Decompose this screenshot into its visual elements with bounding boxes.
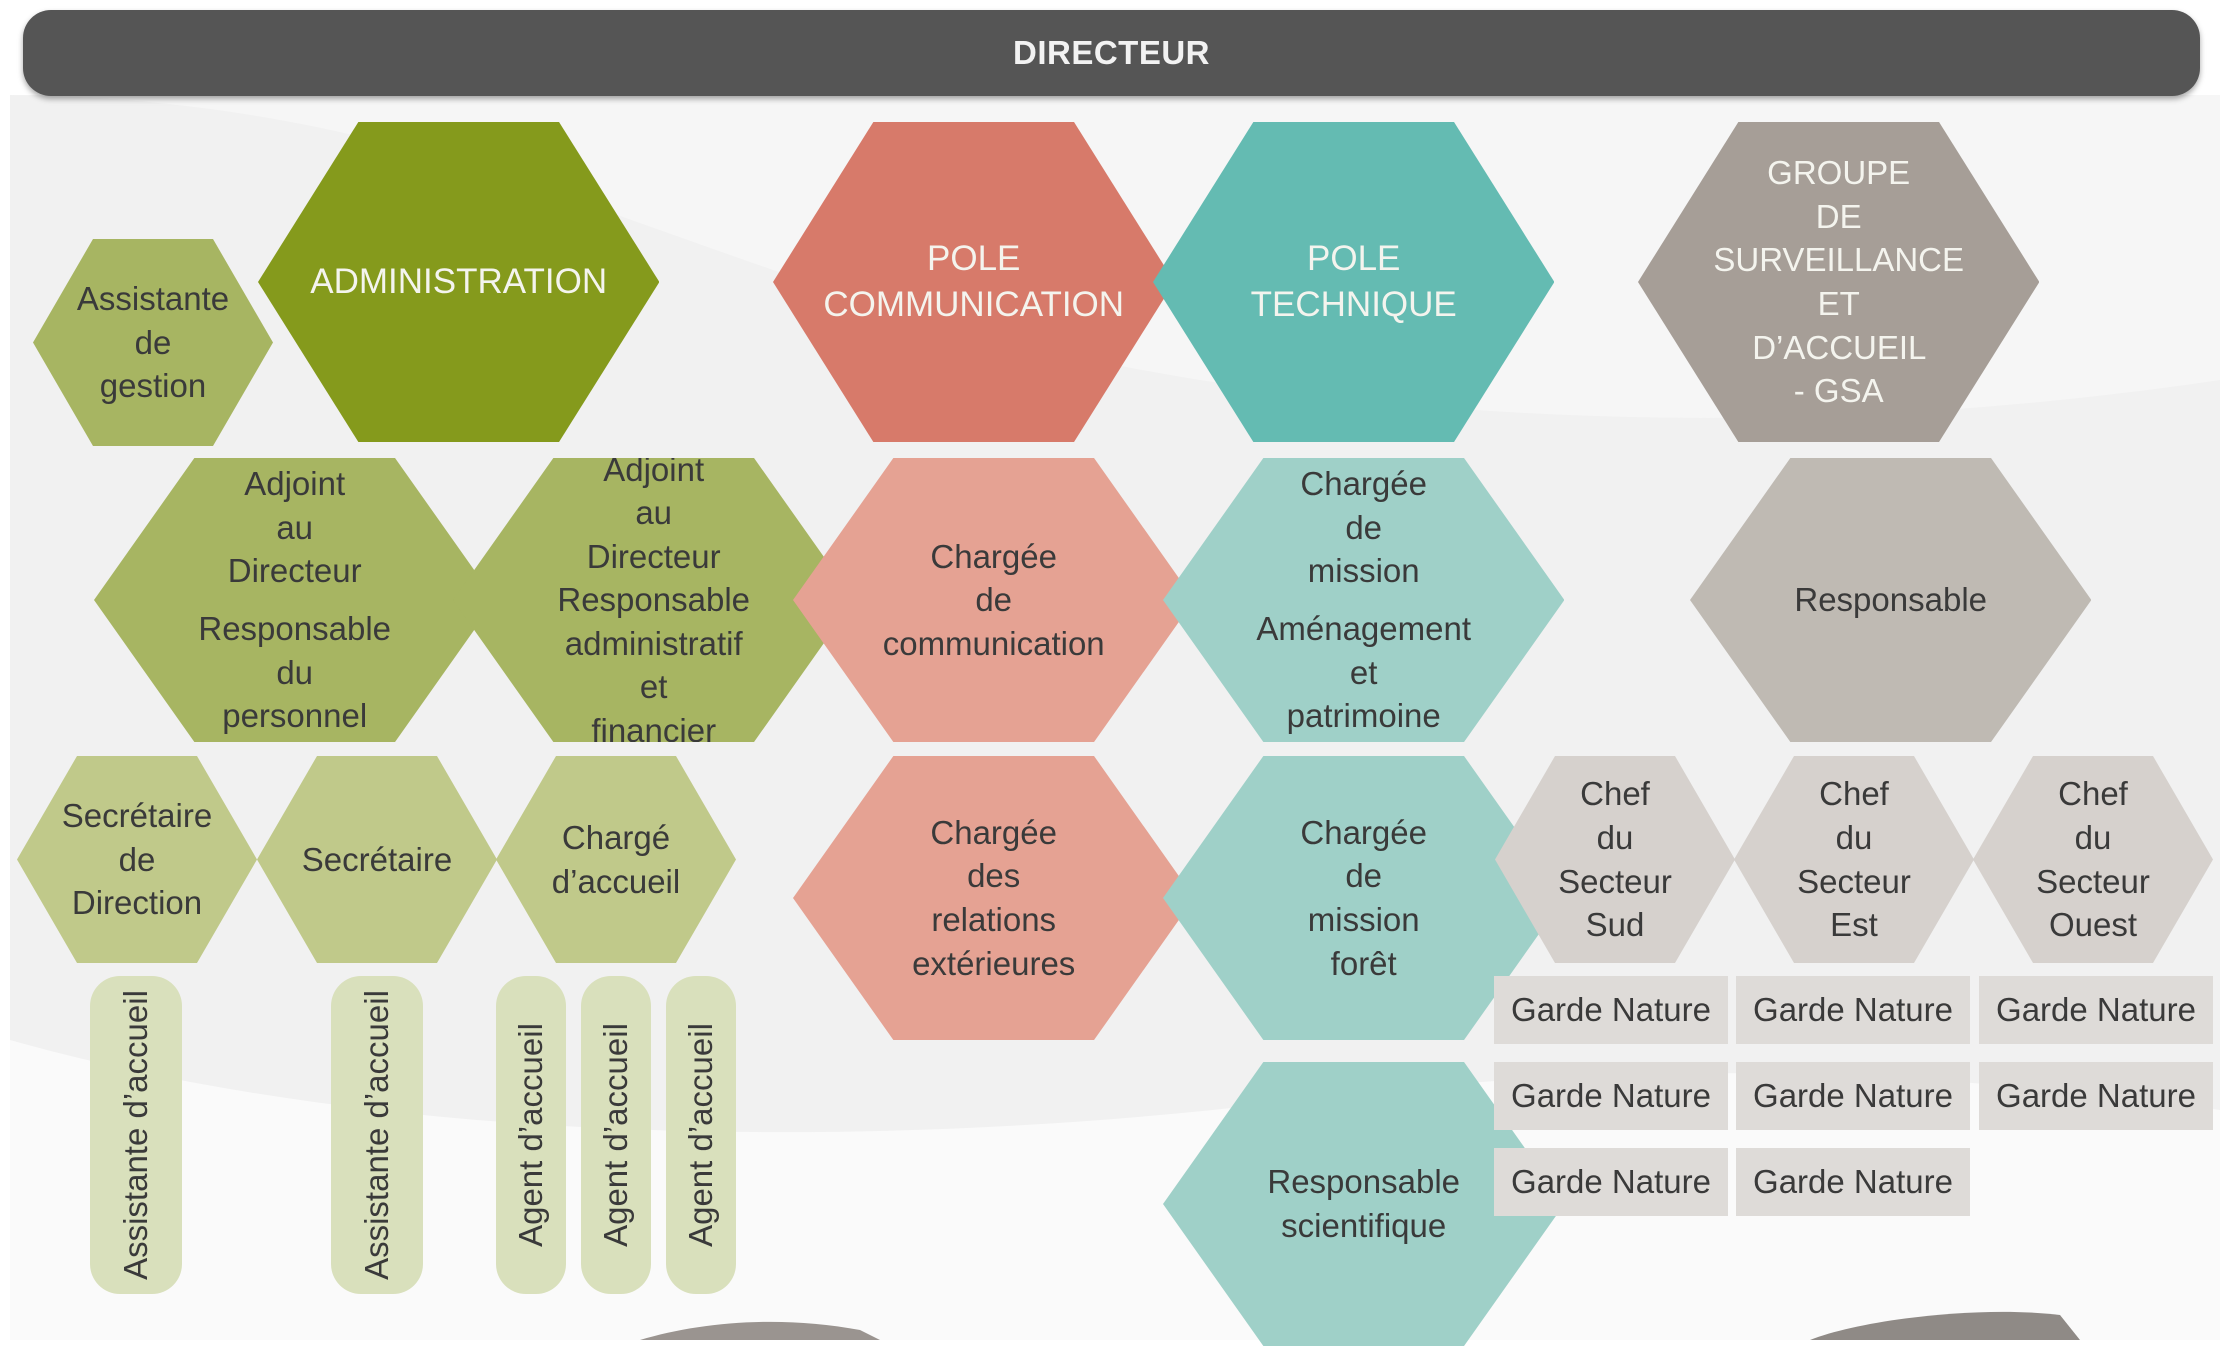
chargee-amenagement-role: Aménagement xyxy=(1256,610,1472,647)
agent-accueil-label: Agent d’accueil xyxy=(597,1023,635,1247)
gsa-title: SURVEILLANCE ET xyxy=(1713,241,1965,322)
garde-nature-box: Garde Nature xyxy=(1979,976,2213,1044)
technique-title: POLE TECHNIQUE xyxy=(1250,238,1457,324)
gsa-responsable-hex: Responsable xyxy=(1690,458,2092,742)
chargee-amenagement-title: mission xyxy=(1307,552,1420,590)
adjoint-financier-role: Responsable xyxy=(557,581,751,619)
chargee-amenagement-title: Chargée de xyxy=(1300,465,1427,546)
chargee-relations-line: extérieures xyxy=(912,944,1076,982)
assistante-accueil-pill-2: Assistante d’accueil xyxy=(331,976,423,1294)
agent-accueil-pill-3: Agent d’accueil xyxy=(666,976,736,1294)
agent-accueil-pill-1: Agent d’accueil xyxy=(496,976,566,1294)
adjoint-personnel-role: du personnel xyxy=(222,653,368,735)
adjoint-personnel-title: Directeur xyxy=(227,552,362,590)
director-title: DIRECTEUR xyxy=(1012,34,1210,71)
charge-accueil-line: Chargé xyxy=(561,818,671,856)
secretaire-hex: Secrétaire xyxy=(257,756,497,963)
adjoint-personnel-title: Adjoint au xyxy=(244,465,346,546)
chef-sud-hex: Chef du Secteur Sud xyxy=(1495,756,1735,963)
garde-nature-box: Garde Nature xyxy=(1736,976,1970,1044)
secretaire-direction-line: Direction xyxy=(71,884,203,922)
director-bar: DIRECTEUR xyxy=(23,10,2200,96)
agent-accueil-label: Agent d’accueil xyxy=(682,1023,720,1247)
chargee-amenagement-hex: Chargée de mission Aménagement et patrim… xyxy=(1163,458,1565,742)
technique-hex: POLE TECHNIQUE xyxy=(1153,122,1555,442)
garde-nature-box: Garde Nature xyxy=(1736,1062,1970,1130)
communication-title: POLE xyxy=(927,238,1021,278)
chargee-amenagement-role: et patrimoine xyxy=(1286,653,1441,735)
chef-est-line: Chef du xyxy=(1819,775,1889,856)
secretaire-direction-hex: Secrétaire de Direction xyxy=(17,756,257,963)
agent-accueil-pill-2: Agent d’accueil xyxy=(581,976,651,1294)
chef-est-line: Secteur Est xyxy=(1797,862,1911,944)
administration-title: ADMINISTRATION xyxy=(310,261,608,301)
gsa-responsable-line: Responsable xyxy=(1794,581,1988,619)
adjoint-financier-role: administratif et xyxy=(564,624,743,706)
assistante-gestion-hex: Assistante de gestion xyxy=(33,239,273,446)
garde-nature-box: Garde Nature xyxy=(1494,1062,1728,1130)
garde-nature-box: Garde Nature xyxy=(1494,1148,1728,1216)
agent-accueil-label: Agent d’accueil xyxy=(512,1023,550,1247)
gsa-title: GROUPE DE xyxy=(1767,154,1911,235)
chargee-foret-line: Chargée de xyxy=(1300,813,1427,895)
chef-est-hex: Chef du Secteur Est xyxy=(1734,756,1974,963)
assistante-gestion-line: Assistante de xyxy=(76,280,230,361)
communication-title: COMMUNICATION xyxy=(823,285,1125,324)
chargee-relations-line: Chargée xyxy=(930,813,1057,851)
adjoint-financier-title: Adjoint au xyxy=(603,450,705,532)
chargee-communication-line: communication xyxy=(882,624,1105,662)
chargee-foret-line: mission forêt xyxy=(1307,901,1420,982)
assistante-gestion-line: gestion xyxy=(99,367,207,405)
charge-accueil-hex: Chargé d’accueil xyxy=(496,756,736,963)
adjoint-financier-role: financier xyxy=(591,711,717,749)
assistante-accueil-pill-1: Assistante d’accueil xyxy=(90,976,182,1294)
chef-ouest-line: Chef du xyxy=(2058,775,2128,856)
chargee-communication-line: Chargée de xyxy=(930,537,1057,619)
chargee-relations-line: des relations xyxy=(931,857,1057,938)
chef-sud-line: Secteur Sud xyxy=(1558,862,1672,944)
secretaire-line: Secrétaire xyxy=(301,840,453,878)
responsable-scientifique-line: scientifique xyxy=(1281,1207,1447,1244)
chef-ouest-line: Secteur Ouest xyxy=(2036,862,2150,944)
gsa-hex: GROUPE DE SURVEILLANCE ET D’ACCUEIL - GS… xyxy=(1638,122,2040,442)
gsa-title: D’ACCUEIL - GSA xyxy=(1752,328,1927,410)
garde-nature-box: Garde Nature xyxy=(1979,1062,2213,1130)
chef-sud-line: Chef du xyxy=(1580,775,1650,856)
responsable-scientifique-line: Responsable xyxy=(1267,1163,1461,1201)
garde-nature-box: Garde Nature xyxy=(1494,976,1728,1044)
adjoint-financier-title: Directeur xyxy=(586,537,721,575)
garde-nature-box: Garde Nature xyxy=(1736,1148,1970,1216)
assistante-accueil-label: Assistante d’accueil xyxy=(117,990,155,1280)
chef-ouest-hex: Chef du Secteur Ouest xyxy=(1973,756,2213,963)
assistante-accueil-label: Assistante d’accueil xyxy=(358,990,396,1280)
adjoint-personnel-role: Responsable xyxy=(198,610,392,647)
chargee-foret-hex: Chargée de mission forêt xyxy=(1163,756,1565,1040)
charge-accueil-line: d’accueil xyxy=(551,862,681,900)
secretaire-direction-line: Secrétaire de xyxy=(61,797,213,878)
